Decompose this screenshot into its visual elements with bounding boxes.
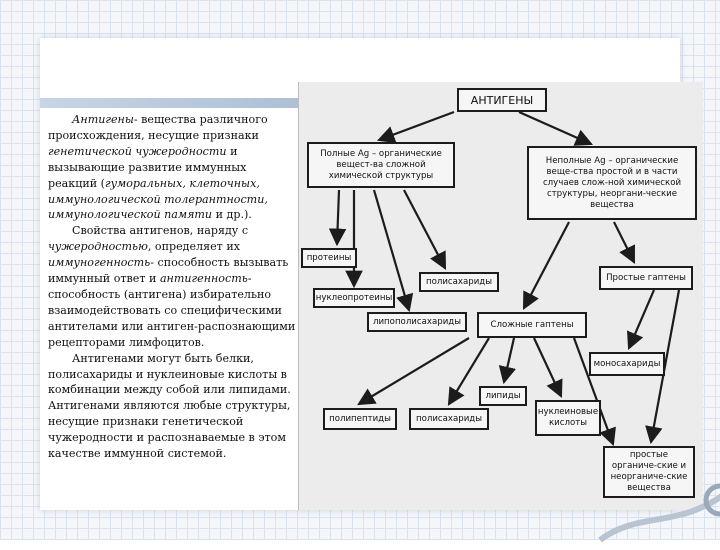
arrow-complex-nucleic [533, 337, 563, 398]
arrow-full-proteins [328, 189, 347, 247]
box-full-antigens: Полные Ag – органические вещест-ва сложн… [307, 142, 455, 188]
box-simple-haptens: Простые гаптены [599, 266, 693, 290]
box-lipopolysaccharides: липополисахариды [367, 312, 467, 332]
term-antigens: Антигены [72, 113, 134, 126]
arrow-root-full [376, 110, 455, 143]
arrow-simple-organic [645, 289, 681, 445]
box-complex-haptens: Сложные гаптены [477, 312, 587, 338]
diagram-arrows [328, 110, 681, 447]
box-nucleic-acids: нуклеиновые кислоты [535, 400, 601, 436]
arrow-partial-simple [613, 221, 635, 264]
header-band [40, 98, 300, 108]
box-simple-organic-inorganic: простые органиче-ские и неорганиче-ские … [603, 446, 695, 498]
box-nucleoproteins: нуклеопротеины [313, 288, 395, 308]
arrow-simple-monosaccharides [627, 289, 656, 351]
definition-text: Антигены- вещества различного происхожде… [48, 112, 296, 462]
arrow-full-polysaccharides [403, 189, 447, 270]
box-root: АНТИГЕНЫ [457, 88, 547, 112]
paragraph-1: Антигены- вещества различного происхожде… [48, 113, 268, 222]
paragraph-3: Антигенами могут быть белки, полисахарид… [48, 351, 291, 461]
arrow-complex-lipids [498, 337, 516, 385]
box-polypeptides: полипептиды [323, 408, 397, 430]
stethoscope-decoration [598, 483, 720, 543]
arrow-root-partial [518, 110, 594, 146]
arrow-partial-complex [522, 221, 570, 310]
arrow-full-lipopolysaccharides [372, 189, 414, 313]
arrow-complex-organic [572, 337, 616, 447]
box-monosaccharides: моносахариды [589, 352, 665, 376]
box-partial-antigens: Неполные Ag – органические веще-ства про… [527, 146, 697, 220]
box-polysaccharides: полисахариды [419, 272, 499, 292]
arrow-complex-polysaccharides [447, 337, 490, 406]
box-polysaccharides-2: полисахариды [409, 408, 489, 430]
antigen-classification-diagram: АНТИГЕНЫ Полные Ag – органические вещест… [298, 82, 703, 510]
box-proteins: протеины [301, 248, 357, 268]
arrow-complex-polypeptides [357, 337, 470, 406]
box-lipids: липиды [479, 386, 527, 406]
paragraph-2: Свойства антигенов, наряду с чужеродност… [48, 224, 296, 349]
